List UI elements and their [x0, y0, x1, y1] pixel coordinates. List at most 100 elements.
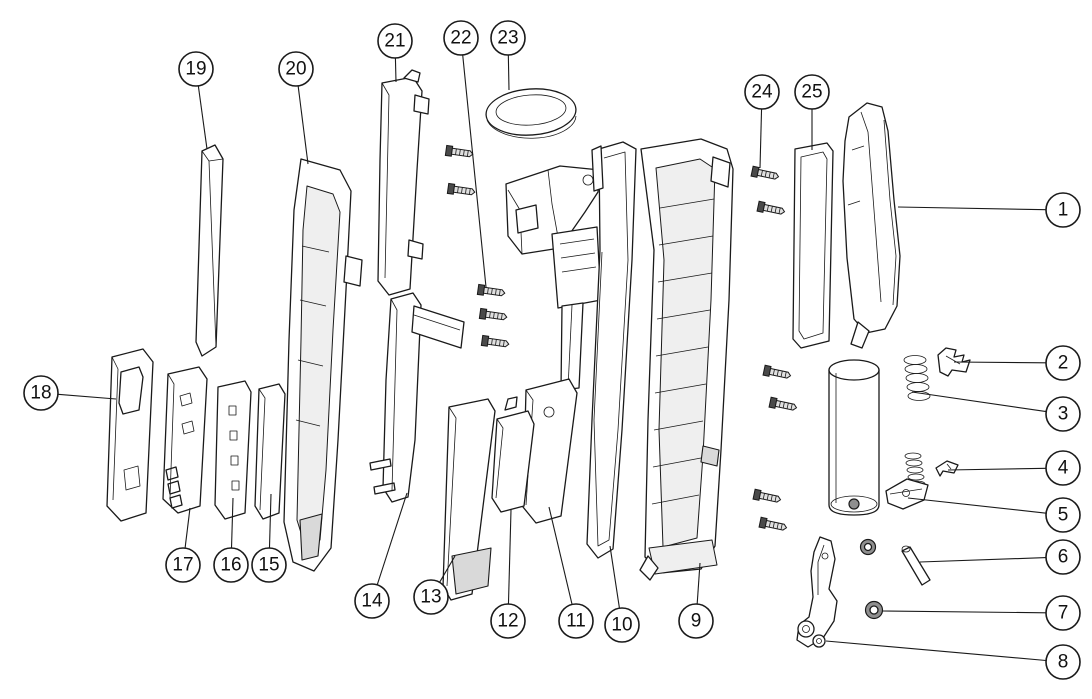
part-16-holes — [228, 405, 240, 491]
callout-9-leader — [696, 562, 701, 605]
callout-19-leader — [197, 85, 208, 150]
callout-4-balloon — [1045, 450, 1081, 486]
part-15-outline — [254, 383, 286, 520]
mechanism-block — [515, 204, 539, 234]
coil — [906, 466, 924, 474]
callout-3-balloon — [1045, 396, 1081, 432]
screw-icon — [446, 182, 476, 198]
part-6-rod-end — [901, 545, 911, 553]
part-20-foot — [299, 513, 323, 561]
callout-5-balloon — [1045, 497, 1081, 533]
callout-7-balloon — [1045, 595, 1081, 631]
part-23-inner — [495, 94, 567, 126]
part-9-ribs — [651, 198, 715, 505]
callout-22-balloon — [443, 20, 479, 56]
callout-1-leader — [897, 206, 1047, 211]
part-13-pad — [451, 547, 492, 595]
callout-10-leader — [609, 545, 620, 609]
part-8-boss-hole — [802, 625, 810, 633]
screw-icon — [758, 516, 789, 534]
mechanism-slots — [559, 238, 597, 273]
callout-13-balloon — [413, 579, 449, 615]
callout-18-balloon — [23, 375, 59, 411]
part-10-inner — [593, 151, 629, 547]
part-4-slot — [946, 463, 952, 470]
screw-icon — [756, 200, 787, 218]
part-9-inner — [655, 158, 716, 548]
screw-icon — [762, 364, 793, 382]
part-12-drawing — [491, 396, 535, 513]
part-14-drawing — [369, 292, 465, 503]
part-8-pivot — [821, 552, 829, 560]
callout-4-label: 4 — [1058, 458, 1069, 479]
callout-10-balloon — [604, 607, 640, 643]
part-7-ring-hole — [869, 605, 879, 615]
part-4-pin — [935, 460, 959, 477]
part-18-drawing — [106, 348, 154, 522]
part-14-arm — [411, 305, 465, 349]
callout-7-label: 7 — [1058, 603, 1069, 624]
callout-16-leader — [230, 497, 234, 549]
part-17-drawing — [162, 366, 208, 514]
part-23-edge — [486, 115, 577, 139]
part-6-nut-hole — [863, 542, 873, 552]
callout-25-balloon — [794, 74, 830, 110]
part-24-screws — [750, 165, 799, 534]
part-21-steps — [403, 69, 430, 260]
part-5-detail — [889, 488, 923, 495]
coil — [905, 373, 929, 383]
callout-7-leader — [881, 610, 1047, 614]
callout-17-leader — [184, 507, 191, 549]
callout-6-balloon — [1045, 539, 1081, 575]
callout-22-leader — [462, 54, 487, 288]
part-16-outline — [214, 380, 252, 520]
part-1-drawing — [842, 102, 901, 349]
callout-1-label: 1 — [1058, 200, 1069, 221]
screw-icon — [768, 396, 799, 414]
callout-3-label: 3 — [1058, 404, 1069, 425]
coil — [904, 452, 922, 460]
callout-18-label: 18 — [30, 383, 51, 404]
callout-24-label: 24 — [751, 82, 773, 103]
part-25-outline — [792, 142, 834, 349]
callout-9-balloon — [678, 603, 714, 639]
callout-9-label: 9 — [691, 611, 702, 632]
part-17-teeth — [165, 466, 183, 509]
part-4-drawing — [904, 452, 959, 488]
callout-23-balloon — [490, 20, 526, 56]
callout-12-leader — [507, 509, 512, 605]
part-20-ribs — [295, 245, 330, 427]
callout-24-leader — [759, 108, 763, 169]
part-11-outline — [522, 378, 578, 524]
callout-17-label: 17 — [172, 555, 193, 576]
part-5-hole — [902, 489, 910, 497]
cylinder-body — [828, 369, 880, 516]
part-10-outline — [586, 141, 637, 559]
callout-20-balloon — [278, 51, 314, 87]
part-9-drawing — [639, 138, 734, 581]
part-8-detail — [817, 544, 825, 595]
part-18-detail — [111, 356, 141, 501]
callout-2-balloon — [1045, 345, 1081, 381]
callout-21-balloon — [377, 23, 413, 59]
part-14-detail — [390, 298, 461, 491]
part-9-tab — [710, 156, 731, 188]
callout-14-balloon — [354, 583, 390, 619]
part-10-clip — [591, 145, 604, 192]
callout-15-leader — [268, 493, 272, 549]
callout-10-label: 10 — [611, 615, 632, 636]
callout-24-balloon — [744, 74, 780, 110]
central-mechanism-drawing — [505, 165, 602, 391]
part-21-drawing — [377, 69, 430, 296]
callout-21-label: 21 — [384, 31, 405, 52]
callout-16-label: 16 — [220, 555, 241, 576]
part-8-outline — [796, 536, 838, 648]
part-7-drawing — [864, 600, 884, 620]
part-1-clip — [850, 321, 870, 349]
callout-6-label: 6 — [1058, 547, 1069, 568]
callout-23-label: 23 — [497, 28, 518, 49]
callout-2-label: 2 — [1058, 353, 1069, 374]
